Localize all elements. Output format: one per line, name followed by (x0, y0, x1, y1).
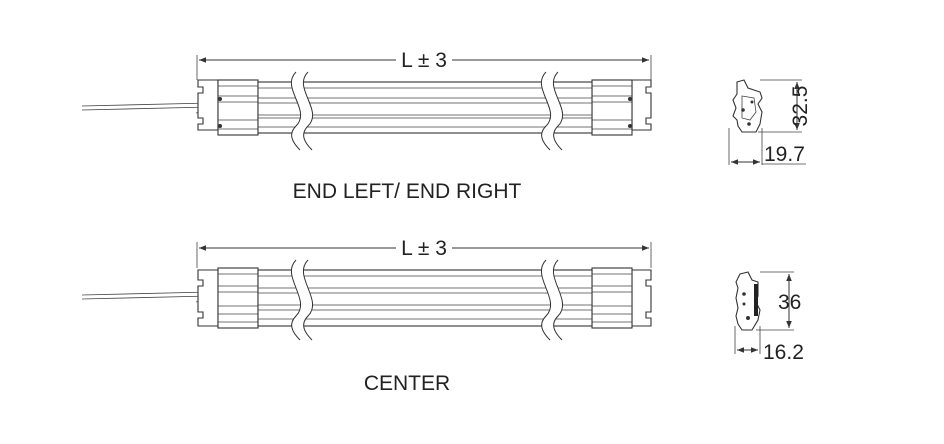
right-end-cap-top (591, 79, 633, 136)
left-bracket-bottom (197, 269, 219, 327)
caption-end-left-right: END LEFT/ END RIGHT (293, 180, 522, 203)
length-dimension-top: L ± 3 (196, 49, 652, 80)
right-bracket-top (631, 79, 652, 131)
center-variant-drawing: L ± 3 (81, 237, 804, 395)
profile-width-label: 16.2 (763, 341, 804, 364)
profile-body-top (257, 71, 593, 151)
profile-body-bottom (257, 259, 593, 341)
left-end-cap-top (217, 79, 259, 136)
length-dimension-bottom: L ± 3 (196, 237, 652, 268)
profile-height-label: 36 (778, 291, 801, 314)
caption-center: CENTER (364, 372, 450, 395)
profile-section-top: 32.5 19.7 (728, 79, 812, 166)
length-label: L ± 3 (401, 237, 447, 260)
right-bracket-bottom (631, 269, 652, 327)
cable-top (81, 102, 211, 114)
end-variant-drawing: L ± 3 (81, 49, 812, 203)
right-end-cap-bottom (591, 267, 633, 329)
left-bracket-top (197, 79, 219, 131)
left-end-cap-bottom (217, 267, 259, 329)
profile-width-label: 19.7 (764, 143, 805, 166)
profile-section-bottom: 36 16.2 (734, 271, 804, 364)
cable-bottom (81, 291, 211, 303)
profile-height-label: 32.5 (789, 86, 812, 127)
length-label: L ± 3 (401, 49, 447, 72)
